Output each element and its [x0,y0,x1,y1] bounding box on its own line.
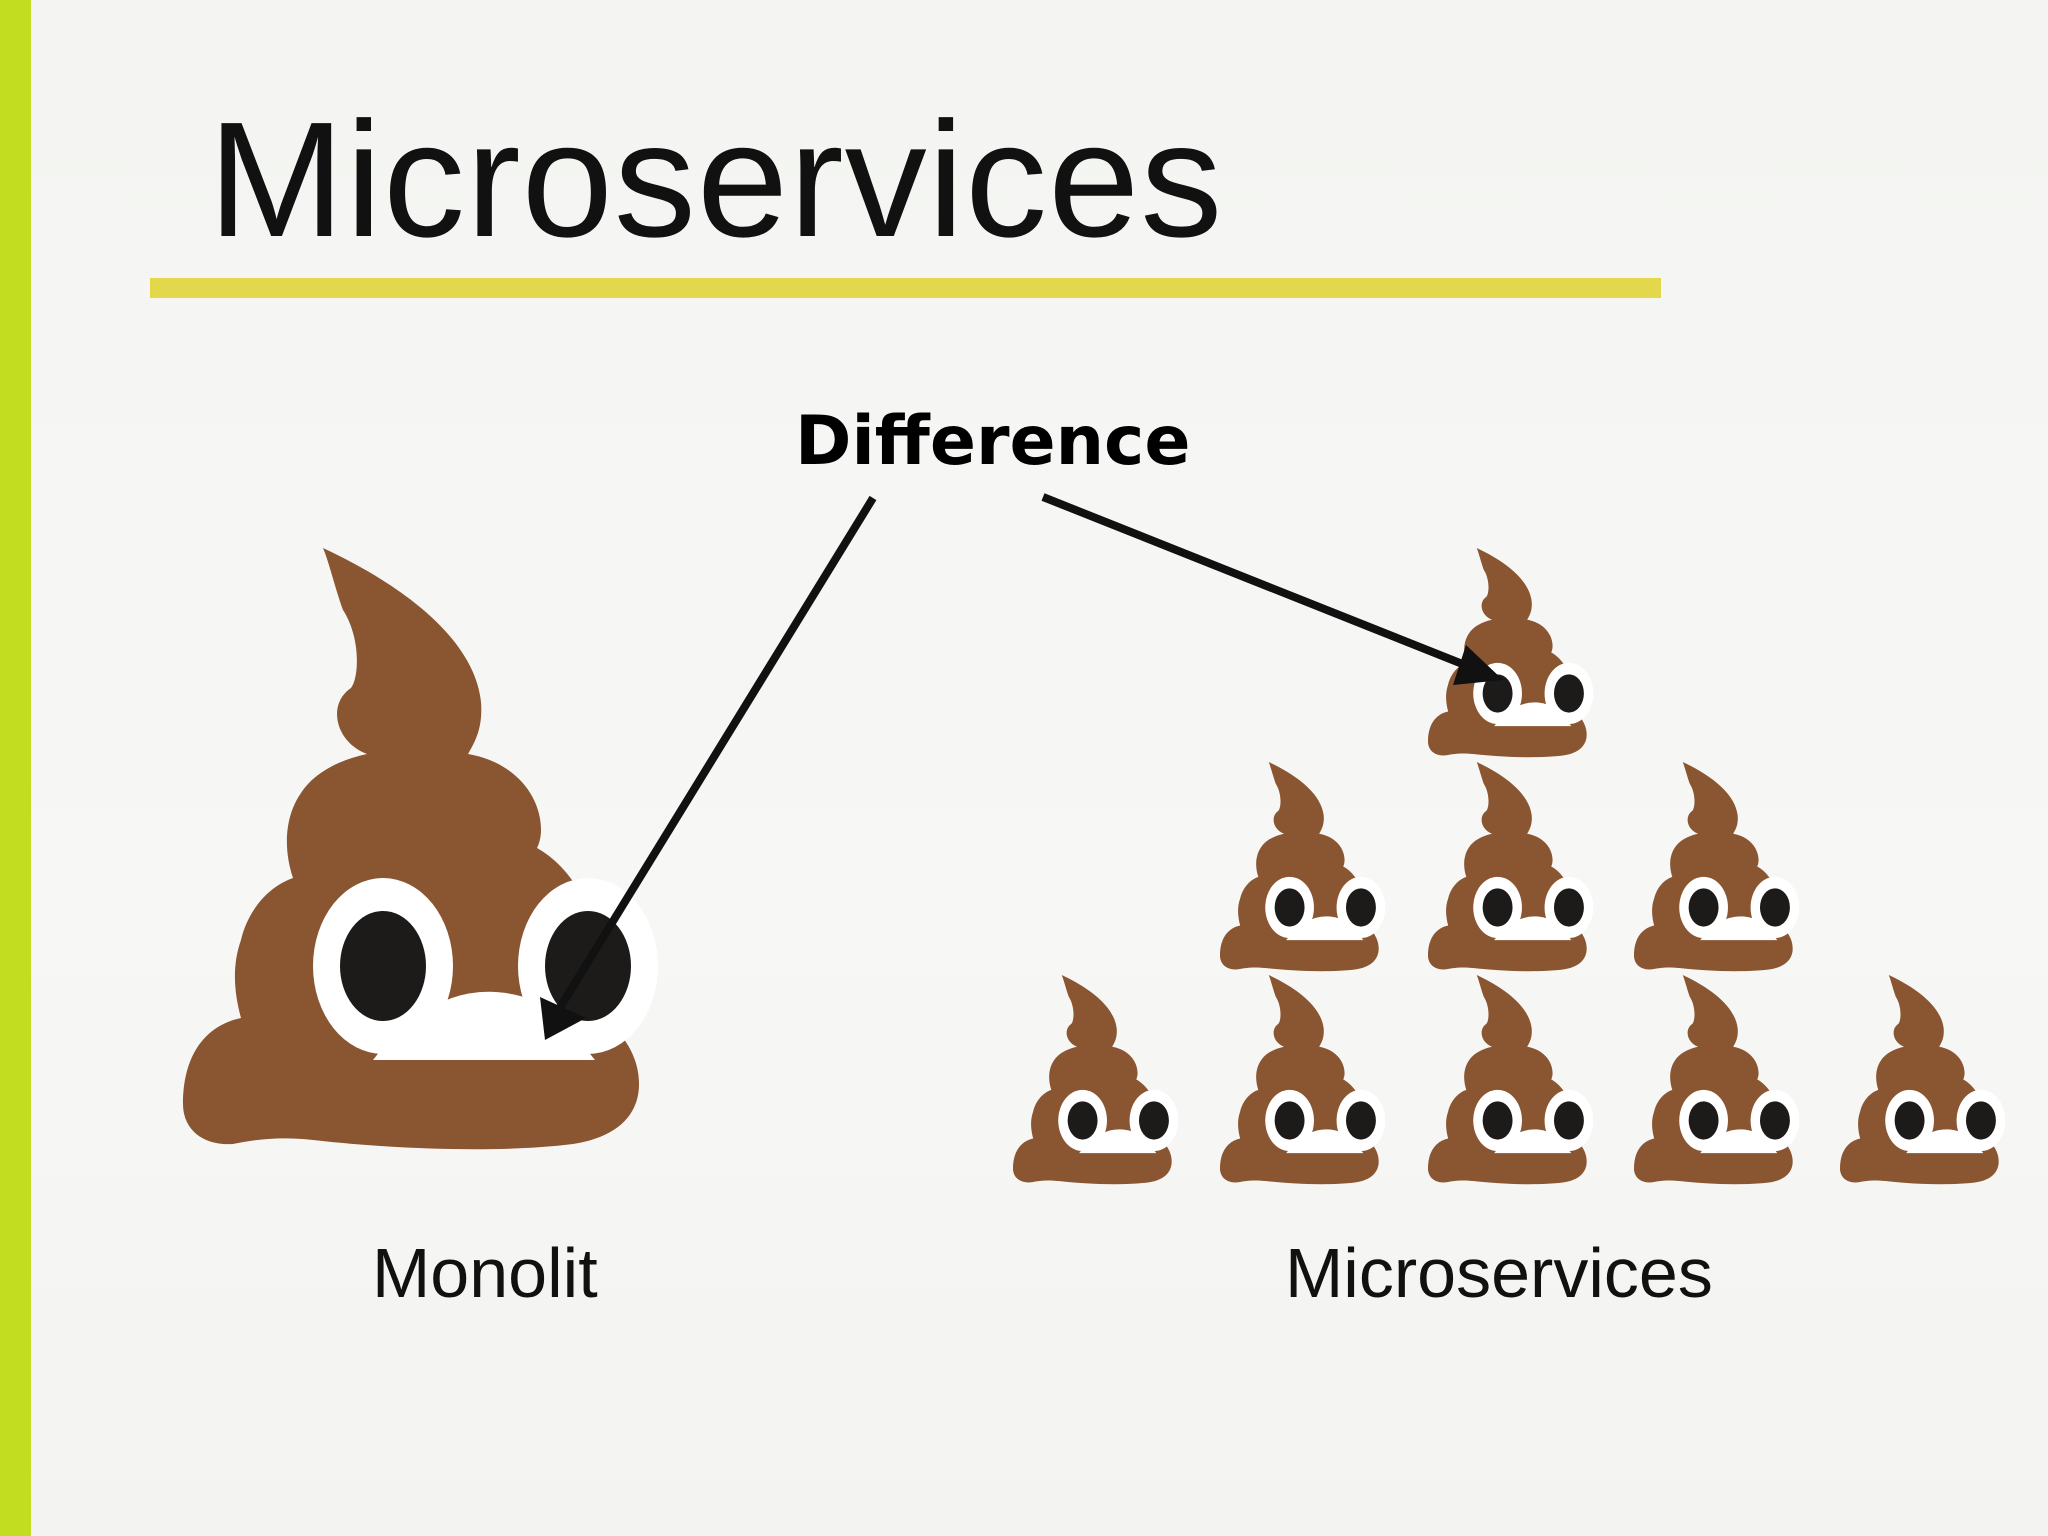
arrow-to-microservice [1041,493,1503,685]
arrow-to-monolith [540,495,877,1040]
title-underline [150,278,1661,298]
accent-bar [0,0,31,1536]
difference-label: Difference [795,402,1191,481]
microservices-caption: Microservices [1285,1234,1713,1312]
slide-title: Microservices [208,88,1224,271]
microservice-poop-icon-row1 [1428,548,1594,758]
microservice-poop-icon-row3 [1013,975,2006,1185]
monolith-poop-icon [183,548,658,1150]
microservice-poop-icon-row2 [1220,762,1800,972]
monolith-caption: Monolit [372,1234,598,1312]
